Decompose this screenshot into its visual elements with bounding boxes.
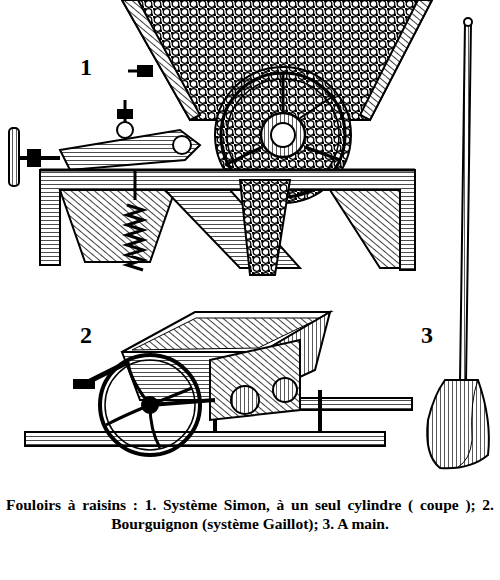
figure-1-simon [9, 0, 432, 275]
figure-number: 1 [80, 55, 92, 79]
figure-number: 2 [80, 323, 92, 347]
figure-2-bourguignon [25, 312, 412, 455]
figure-3-hand-pestle [427, 18, 489, 468]
figure-number: 3 [421, 323, 433, 347]
figure-caption: Fouloirs à raisins : 1. Système Simon, à… [6, 496, 494, 533]
